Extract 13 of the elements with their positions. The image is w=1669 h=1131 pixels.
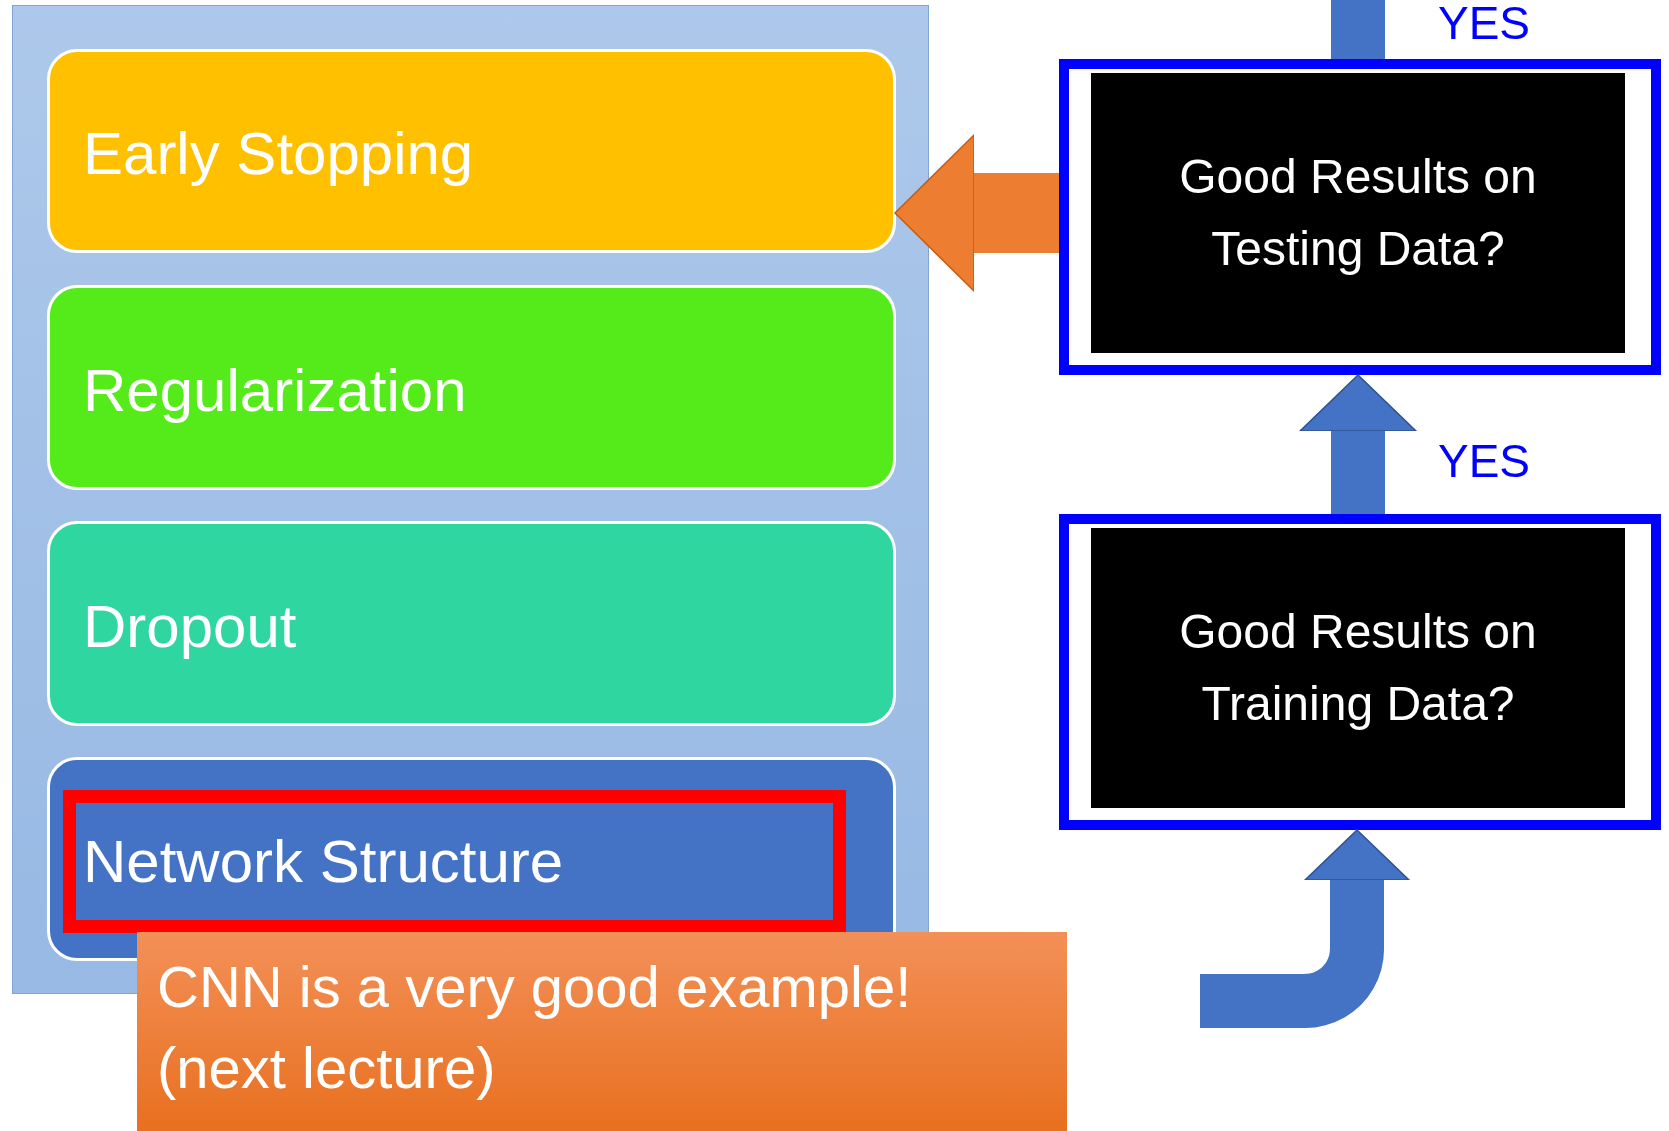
rounded-box [47, 521, 896, 726]
decision-text: Good Results on Testing Data? [1178, 149, 1538, 277]
box-label: Regularization [83, 355, 467, 426]
box-label: Network Structure [83, 827, 564, 897]
note-tooltip [137, 932, 1067, 1131]
decision-frame [1059, 514, 1661, 830]
box-label: Dropout [83, 591, 297, 662]
decision-frame [1059, 59, 1661, 375]
rounded-box [47, 49, 896, 253]
note-text: CNN is a very good example! (next lecture) [157, 953, 913, 1103]
box-label: Early Stopping [83, 119, 474, 189]
rounded-box [47, 285, 896, 490]
decision-text: Good Results on Training Data? [1178, 604, 1538, 732]
